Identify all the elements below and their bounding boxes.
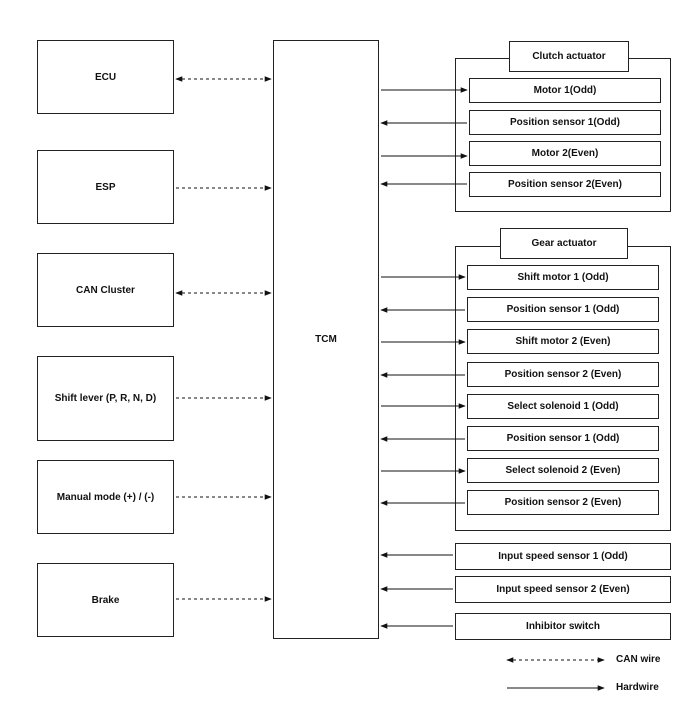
esp-box: ESP	[37, 150, 174, 224]
clutch-actuator-title: Clutch actuator	[509, 41, 629, 72]
gear-actuator-title: Gear actuator	[500, 228, 628, 259]
gear-item-label: Position sensor 1 (Odd)	[506, 433, 620, 444]
legend-can-wire-label: CAN wire	[616, 654, 661, 665]
gear-item-shift-motor-1: Shift motor 1 (Odd)	[467, 265, 659, 290]
tcm-label: TCM	[315, 334, 337, 345]
gear-item-label: Position sensor 2 (Even)	[504, 369, 622, 380]
gear-item-label: Shift motor 2 (Even)	[515, 336, 611, 347]
gear-item-label: Shift motor 1 (Odd)	[517, 272, 609, 283]
clutch-item-label: Motor 1(Odd)	[533, 85, 597, 96]
brake-label: Brake	[91, 594, 120, 606]
input-speed-sensor-1-box: Input speed sensor 1 (Odd)	[455, 543, 671, 570]
clutch-item-position-sensor-1: Position sensor 1(Odd)	[469, 110, 661, 135]
clutch-item-label: Position sensor 2(Even)	[508, 179, 622, 190]
gear-item-label: Position sensor 2 (Even)	[504, 497, 622, 508]
shift-lever-box: Shift lever (P, R, N, D)	[37, 356, 174, 441]
clutch-item-position-sensor-2: Position sensor 2(Even)	[469, 172, 661, 197]
gear-item-position-sensor-1a: Position sensor 1 (Odd)	[467, 297, 659, 322]
gear-item-position-sensor-2a: Position sensor 2 (Even)	[467, 362, 659, 387]
gear-actuator-title-label: Gear actuator	[531, 238, 597, 249]
clutch-item-motor-1: Motor 1(Odd)	[469, 78, 661, 103]
gear-item-select-solenoid-2: Select solenoid 2 (Even)	[467, 458, 659, 483]
input-speed-sensor-2-box: Input speed sensor 2 (Even)	[455, 576, 671, 603]
inhibitor-switch-box: Inhibitor switch	[455, 613, 671, 640]
gear-actuator-group	[455, 246, 671, 531]
manual-mode-label: Manual mode (+) / (-)	[56, 491, 155, 503]
esp-label: ESP	[95, 181, 116, 193]
brake-box: Brake	[37, 563, 174, 637]
legend-hardwire-label: Hardwire	[616, 682, 659, 693]
gear-item-label: Position sensor 1 (Odd)	[506, 304, 620, 315]
gear-item-label: Select solenoid 2 (Even)	[505, 465, 621, 476]
ecu-box: ECU	[37, 40, 174, 114]
gear-item-shift-motor-2: Shift motor 2 (Even)	[467, 329, 659, 354]
sensor-label: Inhibitor switch	[526, 621, 600, 632]
manual-mode-box: Manual mode (+) / (-)	[37, 460, 174, 534]
gear-item-select-solenoid-1: Select solenoid 1 (Odd)	[467, 394, 659, 419]
clutch-actuator-title-label: Clutch actuator	[532, 51, 606, 62]
clutch-item-label: Position sensor 1(Odd)	[509, 117, 620, 128]
ecu-label: ECU	[94, 71, 117, 83]
sensor-label: Input speed sensor 2 (Even)	[496, 584, 630, 595]
can-cluster-label: CAN Cluster	[76, 284, 135, 296]
gear-item-label: Select solenoid 1 (Odd)	[507, 401, 619, 412]
can-cluster-box: CAN Cluster	[37, 253, 174, 327]
tcm-box: TCM	[273, 40, 379, 639]
shift-lever-label: Shift lever (P, R, N, D)	[54, 393, 157, 404]
sensor-label: Input speed sensor 1 (Odd)	[498, 551, 628, 562]
clutch-item-label: Motor 2(Even)	[531, 148, 599, 159]
clutch-item-motor-2: Motor 2(Even)	[469, 141, 661, 166]
gear-item-position-sensor-1b: Position sensor 1 (Odd)	[467, 426, 659, 451]
gear-item-position-sensor-2b: Position sensor 2 (Even)	[467, 490, 659, 515]
